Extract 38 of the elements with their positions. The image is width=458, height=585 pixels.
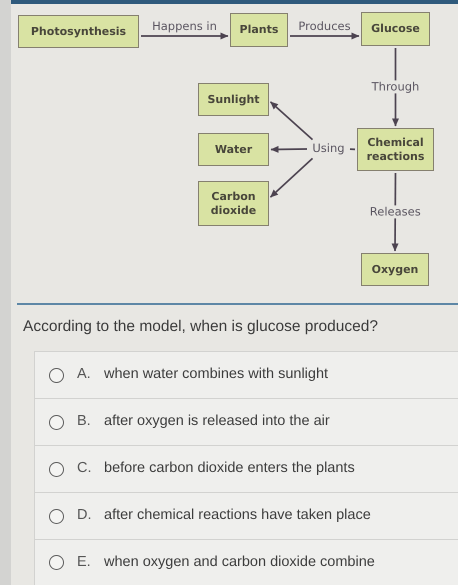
option-letter: E. <box>77 552 92 572</box>
connector-label: Using <box>312 143 345 155</box>
option-text: after oxygen is released into the air <box>104 412 330 432</box>
concept-box <box>198 181 269 226</box>
arrow <box>290 32 360 40</box>
edge-label: Happens in <box>151 20 218 33</box>
concept-box <box>230 13 288 47</box>
concept-label: Oxygen <box>372 262 418 276</box>
concept-box <box>198 133 269 166</box>
option-text: when oxygen and carbon dioxide combine <box>104 552 375 572</box>
concept-box <box>361 12 430 46</box>
option-text: after chemical reactions have taken place <box>104 506 371 526</box>
concept-box <box>198 83 269 116</box>
arrow <box>270 146 308 153</box>
option-letter: C. <box>77 459 92 478</box>
concept-label: Glucose <box>371 22 420 36</box>
option-text: before carbon dioxide enters the plants <box>104 459 355 478</box>
concept-label: Chemical reactions <box>366 136 426 163</box>
concept-label: Carbon dioxide <box>210 190 258 217</box>
option-letter: A. <box>77 365 92 384</box>
edge-label: Produces <box>297 20 352 33</box>
option-letter: B. <box>77 412 92 432</box>
concept-box <box>361 253 429 286</box>
concept-label: Photosynthesis <box>30 24 126 38</box>
option-letter: D. <box>77 506 92 526</box>
option-text: when water combines with sunlight <box>104 365 328 384</box>
concept-label: Water <box>214 142 252 156</box>
arrow <box>141 32 228 40</box>
connector-line <box>350 148 356 150</box>
concept-box <box>18 15 139 48</box>
arrow <box>270 158 314 198</box>
concept-box <box>357 128 434 171</box>
question-text: According to the model, when is glucose produced? <box>23 317 378 337</box>
concept-label: Plants <box>240 23 278 37</box>
arrow <box>270 101 314 140</box>
edge-label: Releases <box>368 205 423 219</box>
edge-label: Through <box>370 80 422 94</box>
concept-label: Sunlight <box>207 92 260 106</box>
